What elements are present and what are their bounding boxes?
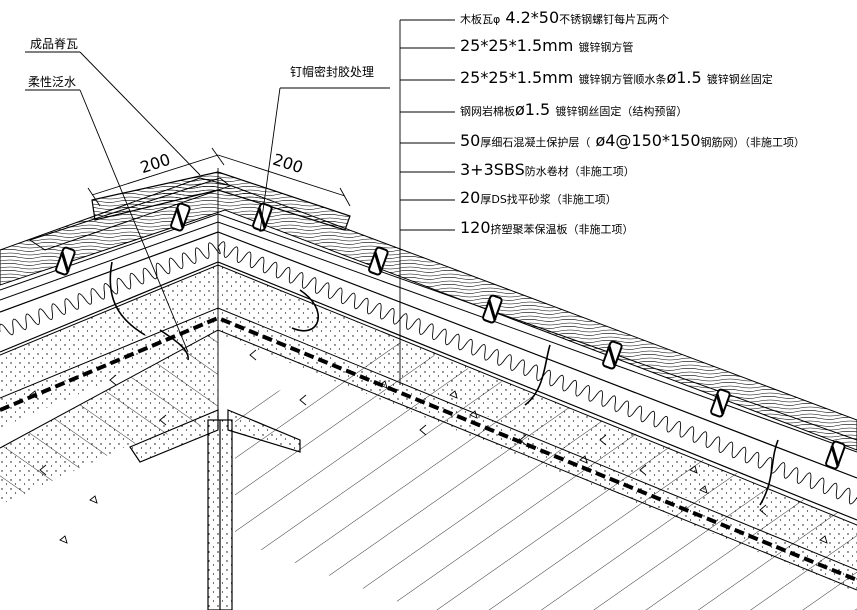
aggregate-mark [639,464,647,476]
aggregate-mark [89,495,98,504]
layer-callout: 50厚细石混凝土保护层（ ø4@150*150钢筋网）（非施工项） [460,131,805,150]
screw-fixing [55,246,76,276]
layer-callout: 25*25*1.5mm 镀锌钢方管 [460,36,634,55]
aggregate-mark [379,380,388,389]
screw-fixing [825,440,846,470]
dimension-right: 200 [270,150,305,178]
screw-fixing [710,388,731,418]
layer-callout: 120挤塑聚苯保温板（非施工项） [460,218,634,237]
label-nail-cap-sealant: 钉帽密封胶处理 [290,65,375,79]
layer-callout: 3+3SBS防水卷材（非施工项） [460,160,635,179]
screw-fixing [602,340,623,370]
aggregate-mark [59,535,68,544]
aggregate-mark [249,349,257,361]
aggregate-mark [39,464,47,476]
aggregate-mark [29,390,38,399]
layer-callout: 木板瓦φ 4.2*50不锈钢螺钉每片瓦两个 [460,8,670,27]
aggregate-mark [599,434,607,446]
aggregate-mark [109,374,117,386]
aggregate-mark [819,535,828,544]
leader-lines [25,19,455,420]
dimension-lines [87,147,351,207]
aggregate-mark [689,465,698,474]
label-flexible-flashing: 柔性泛水 [28,75,77,89]
layer-callout: 25*25*1.5mm 镀锌钢方管顺水条ø1.5 镀锌钢丝固定 [460,68,773,87]
screw-fixing [482,294,503,324]
sbs-membrane [0,315,857,582]
label-ridge-tile: 成品脊瓦 [30,37,79,51]
steel-wire-ties [109,261,779,506]
aggregate-mark [469,410,478,419]
layer-callout: 20厚DS找平砂浆（非施工项） [460,188,617,207]
aggregate-marks [29,349,828,544]
aggregate-mark [759,504,767,516]
aggregate-mark [449,390,458,399]
concrete-slab [0,329,857,610]
aggregate-mark [519,434,527,446]
aggregate-mark [299,394,307,406]
aggregate-mark [699,485,708,494]
aggregate-mark [159,414,167,426]
screw-fixing [170,202,191,232]
layer-callout: 钢网岩棉板ø1.5 镀锌钢丝固定（结构预留） [460,100,688,119]
steel-column [129,409,301,610]
aggregate-mark [419,424,427,436]
dimension-left: 200 [138,150,173,178]
screw-fixing [368,246,389,276]
aggregate-mark [579,455,588,464]
